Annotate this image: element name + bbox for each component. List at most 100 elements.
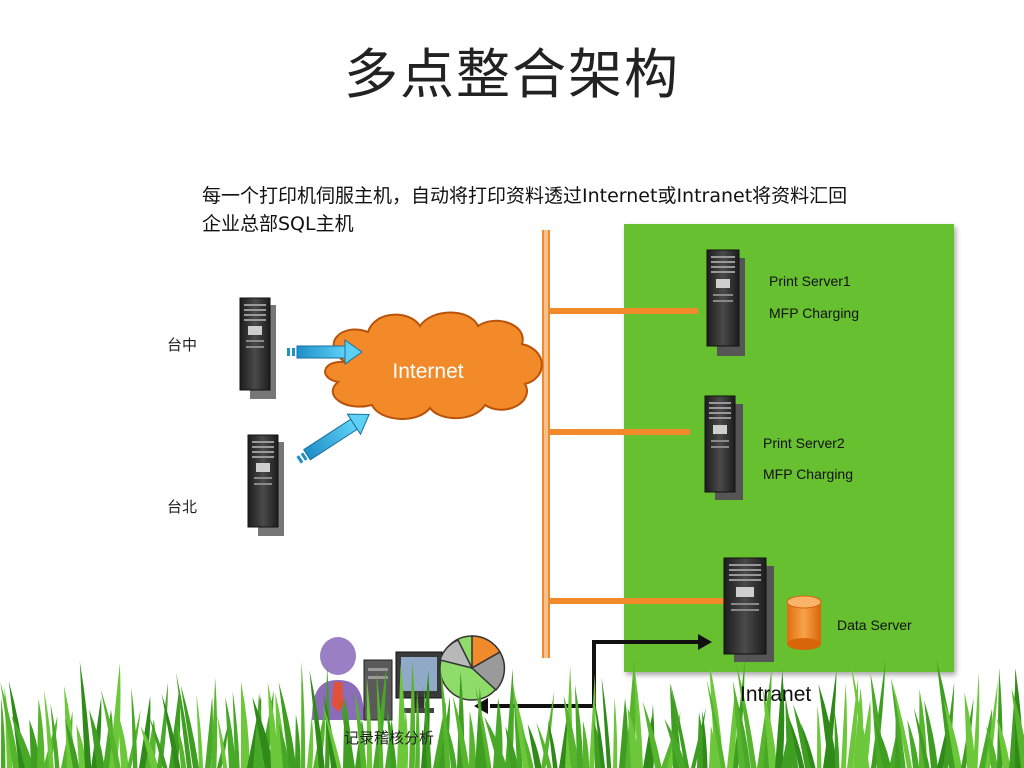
grass-blade	[76, 724, 87, 768]
grass-blade	[180, 684, 200, 768]
grass-blade	[149, 716, 168, 768]
grass-blade	[100, 689, 121, 768]
grass-blade	[79, 661, 92, 768]
server-taipei-icon	[247, 434, 284, 536]
grass-blade	[736, 661, 757, 768]
grass-blade	[211, 677, 218, 768]
site-label-taichung: 台中	[167, 336, 198, 354]
grass-blade	[737, 700, 751, 768]
grass-blade	[484, 716, 508, 768]
grass-blade	[785, 702, 799, 768]
grass-blade	[789, 717, 805, 768]
grass-blade	[196, 694, 204, 768]
grass-blade	[859, 700, 871, 768]
grass-blade	[574, 684, 584, 768]
grass-blade	[874, 721, 891, 768]
grass-blade	[664, 718, 687, 768]
grass-blade	[1011, 688, 1024, 768]
slide-description: 每一个打印机伺服主机，自动将打印资料透过Internet或Intranet将资料…	[202, 185, 848, 235]
grass-blade	[817, 705, 822, 768]
analysis-label: 记录稽核分析	[344, 729, 435, 747]
grass-blade	[474, 684, 492, 768]
grass-blade	[340, 699, 355, 768]
grass-blade	[64, 718, 80, 768]
grass-blade	[521, 727, 534, 768]
grass-blade	[892, 681, 913, 768]
pie-chart-icon	[439, 635, 506, 701]
grass-blade	[50, 703, 60, 768]
grass-blade	[890, 676, 906, 768]
print-server2-name: Print Server2	[763, 435, 845, 451]
grass-blade	[727, 692, 737, 768]
server-taichung-icon	[239, 297, 276, 399]
grass-blade	[841, 683, 848, 768]
grass-blade	[706, 678, 726, 768]
intranet-connector	[474, 634, 712, 714]
grass-blade	[563, 695, 579, 768]
grass-blade	[996, 718, 1011, 768]
grass-blade	[907, 719, 920, 768]
grass-blade	[986, 726, 998, 768]
grass-blade	[117, 712, 129, 768]
print-server1-role: MFP Charging	[769, 305, 860, 321]
grass-blade	[205, 696, 213, 768]
arrow-taipei	[296, 413, 370, 464]
network-branches	[548, 308, 724, 604]
grass-blade	[985, 680, 998, 768]
grass-blade	[762, 688, 778, 768]
grass-blade	[452, 695, 470, 768]
grass-blade	[973, 672, 980, 768]
grass-blade	[11, 715, 34, 768]
site-label-taipei: 台北	[167, 498, 198, 516]
grass-blade	[386, 708, 397, 768]
grass-blade	[943, 698, 962, 768]
grass-blade	[366, 676, 373, 768]
grass-blade	[834, 710, 840, 768]
print-server1-icon	[706, 249, 745, 356]
print-server2-icon	[704, 395, 743, 500]
grass-blade	[505, 726, 519, 768]
grass-blade	[853, 687, 864, 768]
grass-blade	[702, 710, 708, 768]
grass-blade	[594, 700, 606, 768]
grass-blade	[800, 723, 816, 768]
grass-blade	[29, 719, 40, 768]
grass-decoration	[0, 659, 1024, 768]
grass-blade	[913, 707, 930, 768]
grass-blade	[1, 696, 6, 768]
grass-blade	[232, 691, 240, 768]
network-backbone	[542, 230, 550, 658]
grass-blade	[423, 685, 432, 768]
data-server-icon	[723, 557, 774, 662]
grass-blade	[775, 669, 785, 768]
grass-blade	[818, 683, 838, 768]
data-server-label: Data Server	[837, 617, 912, 633]
grass-blade	[307, 715, 314, 768]
grass-blade	[176, 723, 187, 768]
grass-blade	[601, 677, 612, 768]
grass-blade	[871, 659, 886, 768]
grass-blade	[309, 669, 325, 768]
grass-blade	[295, 713, 301, 768]
grass-blade	[670, 682, 690, 768]
grass-blade	[469, 711, 476, 768]
grass-blade	[301, 660, 306, 768]
grass-blade	[278, 681, 297, 768]
grass-blade	[354, 690, 367, 768]
intranet-label: Intranet	[740, 683, 812, 706]
grass-blade	[252, 697, 274, 768]
grass-blade	[850, 659, 870, 768]
grass-blade	[547, 720, 558, 768]
arrow-taichung	[287, 339, 363, 365]
grass-blade	[161, 693, 181, 768]
database-icon	[786, 595, 822, 650]
print-server1-name: Print Server1	[769, 273, 851, 289]
grass-blade	[397, 663, 406, 768]
grass-blade	[140, 726, 159, 768]
grass-blade	[634, 667, 643, 768]
grass-blade	[403, 708, 409, 768]
grass-blade	[89, 709, 105, 768]
grass-blade	[964, 692, 976, 768]
grass-blade	[225, 697, 236, 768]
grass-blade	[253, 693, 263, 768]
